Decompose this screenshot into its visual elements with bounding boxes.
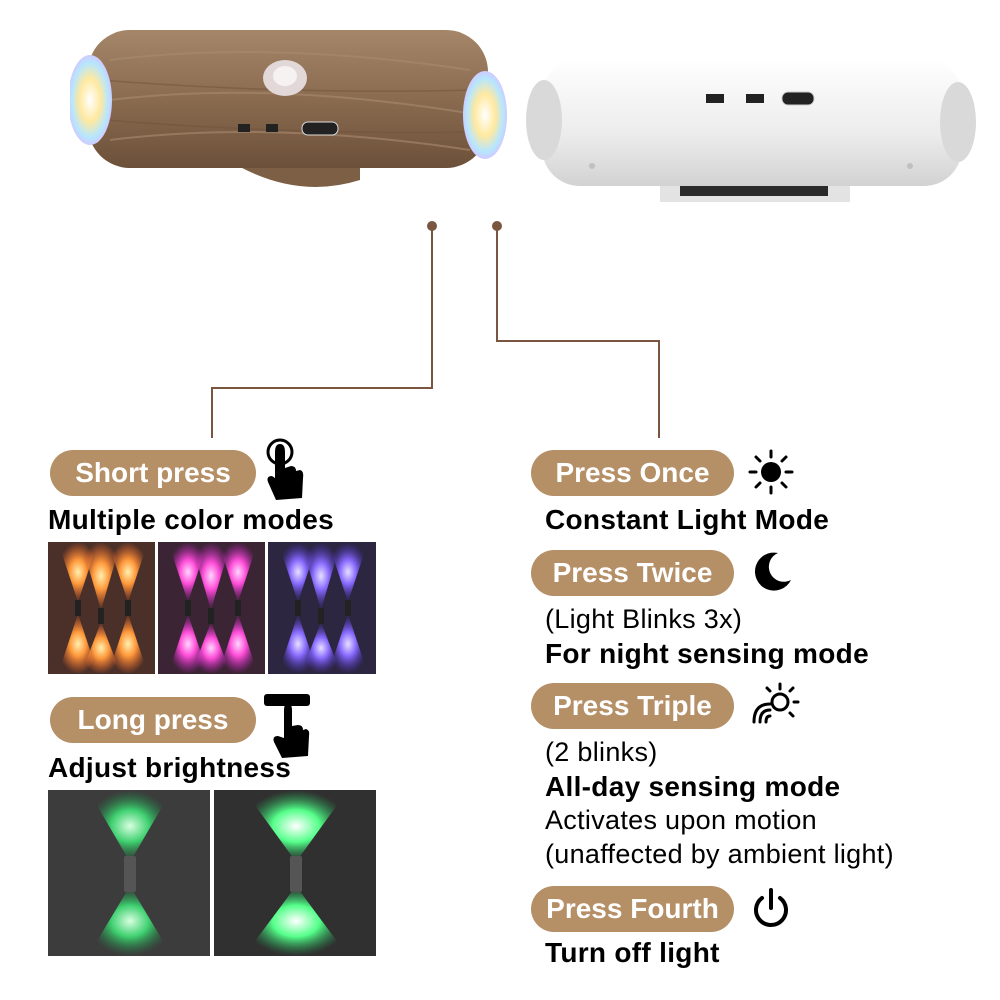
long-press-label: Long press <box>77 704 229 735</box>
tap-hand-icon <box>266 438 304 500</box>
short-press-pill: Short press <box>50 450 256 496</box>
moon-icon <box>754 552 791 591</box>
press-triple-label: Press Triple <box>553 690 712 721</box>
press-fourth-pill: Press Fourth <box>531 886 734 932</box>
multiple-color-modes-title: Multiple color modes <box>48 504 335 535</box>
press-once-pill: Press Once <box>531 450 734 496</box>
two-blinks-note: (2 blinks) <box>545 737 658 767</box>
unaffected-by-ambient-light-text: (unaffected by ambient light) <box>545 839 894 869</box>
press-fourth-label: Press Fourth <box>546 893 719 924</box>
brightness-photo-strip <box>48 790 376 956</box>
white-light-product <box>526 58 976 202</box>
turn-off-light-title: Turn off light <box>545 937 720 968</box>
power-icon <box>754 888 788 927</box>
color-modes-photo-strip <box>48 542 376 674</box>
constant-light-mode-title: Constant Light Mode <box>545 504 830 535</box>
adjust-brightness-title: Adjust brightness <box>48 752 292 783</box>
press-twice-pill: Press Twice <box>531 550 734 596</box>
press-hold-hand-icon <box>264 694 310 758</box>
activates-upon-motion-text: Activates upon motion <box>545 805 817 835</box>
press-twice-label: Press Twice <box>552 557 713 588</box>
short-press-label: Short press <box>75 457 231 488</box>
all-day-sensing-mode-title: All-day sensing mode <box>545 771 841 802</box>
color-modes-photos <box>48 542 376 674</box>
press-triple-pill: Press Triple <box>531 683 734 729</box>
brightness-photos <box>48 790 376 956</box>
sun-icon <box>748 449 794 495</box>
night-sensing-mode-title: For night sensing mode <box>545 638 869 669</box>
motion-sun-icon <box>752 682 800 724</box>
wood-grain-light-product <box>70 30 507 187</box>
light-blinks-note: (Light Blinks 3x) <box>545 604 743 634</box>
press-once-label: Press Once <box>555 457 710 488</box>
long-press-pill: Long press <box>50 697 256 743</box>
